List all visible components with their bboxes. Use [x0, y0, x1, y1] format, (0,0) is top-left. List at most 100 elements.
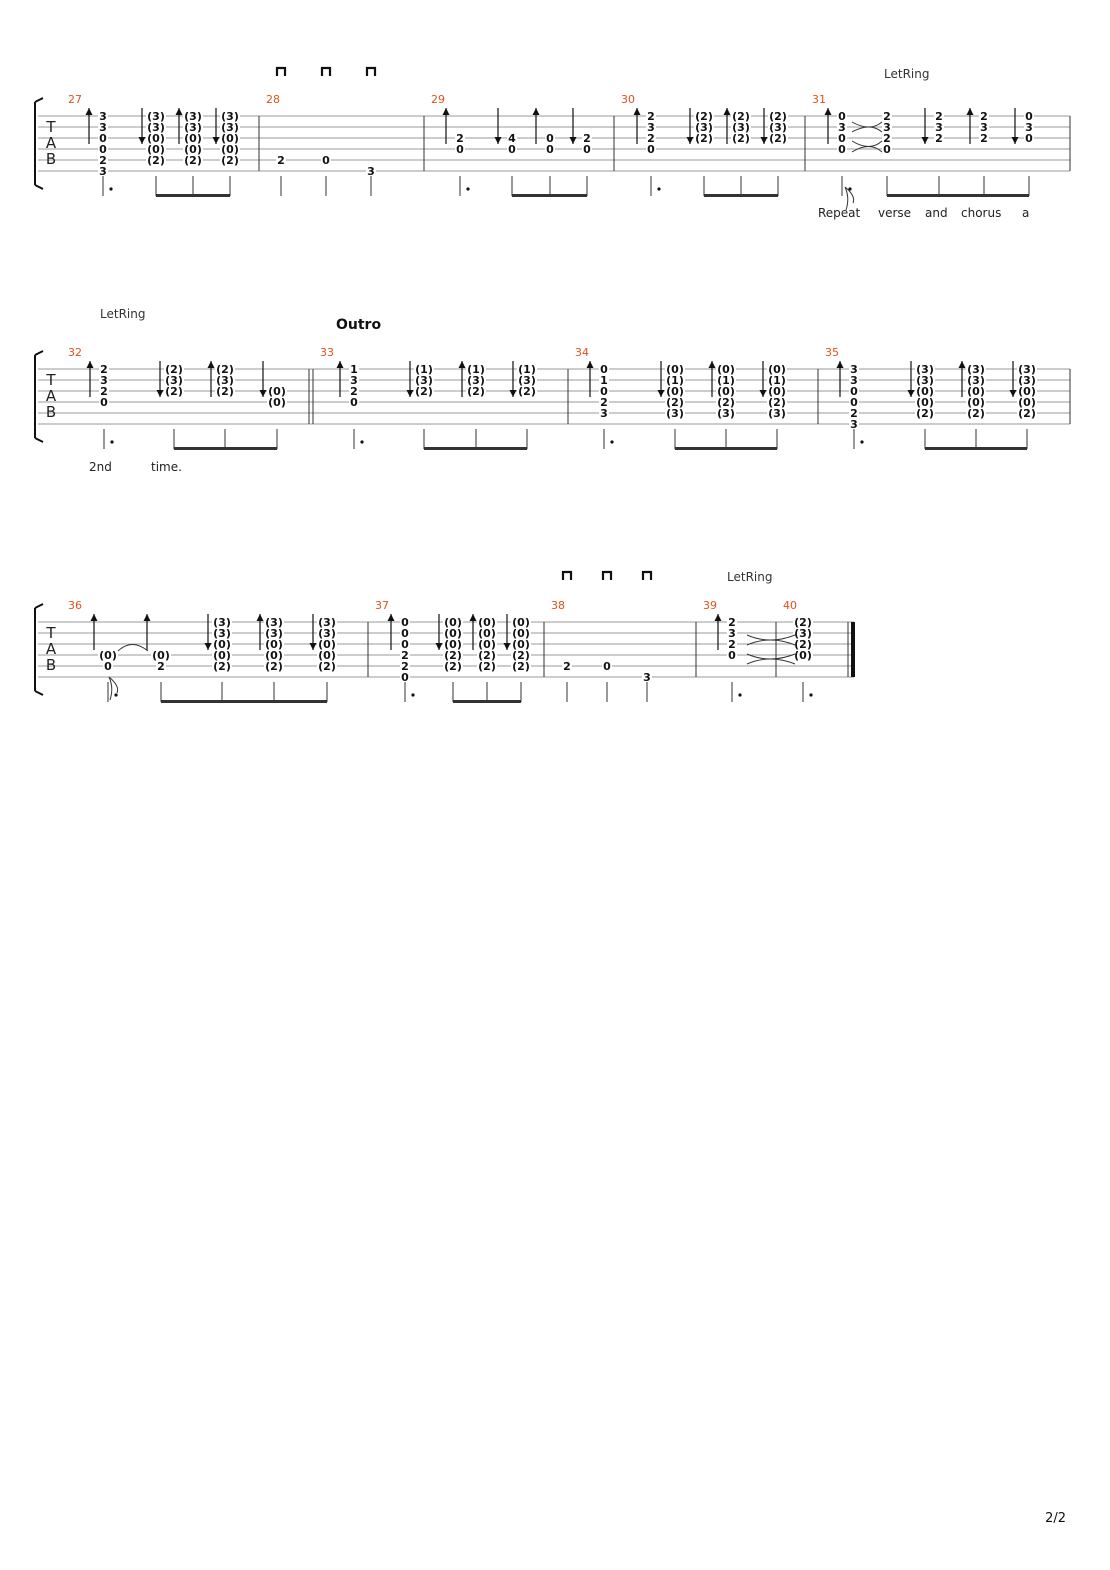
fret-background: [665, 375, 685, 385]
dotted-rhythm-dot: [860, 440, 864, 444]
fret-number: 0: [322, 154, 330, 167]
fret-background: [220, 155, 240, 165]
fret-number: 2: [728, 616, 736, 629]
fret-number: (2): [794, 616, 812, 629]
fret-number: 0: [1025, 110, 1033, 123]
fret-number: 2: [883, 132, 891, 145]
fret-background: [511, 617, 531, 627]
fret-number: (0): [213, 638, 231, 651]
fret-number: (0): [1018, 396, 1036, 409]
fret-number: (3): [717, 407, 735, 420]
fret-number: 2: [980, 110, 988, 123]
fret-number: 0: [728, 649, 736, 662]
fret-number: 3: [850, 418, 858, 431]
fret-number: (0): [265, 649, 283, 662]
fret-number: 0: [546, 132, 554, 145]
fret-number: (2): [165, 385, 183, 398]
strum-down-arrow-icon: [212, 137, 220, 144]
fret-number: 2: [99, 154, 107, 167]
fret-number: 0: [456, 143, 464, 156]
fret-number: 0: [600, 363, 608, 376]
downstroke-pick-icon: [320, 66, 332, 76]
fret-background: [146, 155, 166, 165]
fret-number: (2): [444, 660, 462, 673]
fret-background: [267, 397, 287, 407]
strum-down-arrow-icon: [259, 390, 267, 397]
fret-number: (2): [184, 154, 202, 167]
tab-clef-letter: T: [45, 371, 56, 389]
let-ring-label: LetRing: [727, 570, 772, 584]
fret-number: (2): [512, 660, 530, 673]
fret-background: [849, 419, 859, 429]
fret-number: 3: [367, 165, 375, 178]
lyric-word: and: [925, 206, 948, 220]
strum-up-arrow-icon: [966, 108, 974, 115]
fret-number: 2: [563, 660, 571, 673]
fret-number: (2): [768, 396, 786, 409]
fret-background: [915, 375, 935, 385]
fret-background: [317, 617, 337, 627]
fret-number: (3): [666, 407, 684, 420]
fret-number: 3: [643, 671, 651, 684]
fret-number: (1): [415, 363, 433, 376]
fret-background: [934, 122, 944, 132]
fret-background: [212, 661, 232, 671]
fret-number: (2): [695, 132, 713, 145]
downstroke-pick-icon: [561, 570, 573, 580]
fret-number: 3: [350, 374, 358, 387]
fret-background: [164, 386, 184, 396]
fret-background: [466, 386, 486, 396]
strum-down-arrow-icon: [907, 390, 915, 397]
fret-background: [582, 144, 592, 154]
fret-background: [599, 386, 609, 396]
fret-background: [716, 364, 736, 374]
fret-background: [215, 386, 235, 396]
fret-number: (3): [967, 374, 985, 387]
fret-background: [768, 122, 788, 132]
strum-down-arrow-icon: [509, 390, 517, 397]
strum-down-arrow-icon: [569, 137, 577, 144]
fret-number: 3: [600, 407, 608, 420]
fret-background: [768, 133, 788, 143]
fret-background: [665, 408, 685, 418]
fret-background: [767, 386, 787, 396]
fret-background: [517, 386, 537, 396]
strum-up-arrow-icon: [175, 108, 183, 115]
fret-number: (3): [147, 121, 165, 134]
lyric-word: verse: [878, 206, 911, 220]
fret-number: 3: [850, 374, 858, 387]
fret-background: [837, 144, 847, 154]
fret-number: (1): [518, 363, 536, 376]
fret-background: [767, 408, 787, 418]
fret-background: [915, 408, 935, 418]
measure-number: 39: [703, 599, 717, 612]
strum-down-arrow-icon: [156, 390, 164, 397]
fret-background: [1024, 133, 1034, 143]
fret-number: (2): [444, 649, 462, 662]
dotted-rhythm-dot: [610, 440, 614, 444]
fret-background: [1024, 122, 1034, 132]
fret-number: (2): [666, 396, 684, 409]
fret-background: [517, 375, 537, 385]
fret-background: [665, 386, 685, 396]
fret-background: [1017, 375, 1037, 385]
fret-number: (3): [213, 616, 231, 629]
fret-background: [882, 133, 892, 143]
fret-number: (3): [467, 374, 485, 387]
strum-up-arrow-icon: [723, 108, 731, 115]
dotted-rhythm-dot: [657, 187, 661, 191]
fret-background: [400, 617, 410, 627]
grace-flag: [844, 186, 855, 211]
fret-background: [915, 397, 935, 407]
fret-number: (3): [221, 110, 239, 123]
fret-background: [349, 386, 359, 396]
fret-background: [183, 155, 203, 165]
fret-number: (2): [512, 649, 530, 662]
fret-background: [99, 397, 109, 407]
measure-number: 34: [575, 346, 589, 359]
fret-number: 3: [980, 121, 988, 134]
fret-number: 3: [838, 121, 846, 134]
fret-number: (1): [467, 363, 485, 376]
fret-number: (2): [213, 660, 231, 673]
fret-number: (2): [916, 407, 934, 420]
